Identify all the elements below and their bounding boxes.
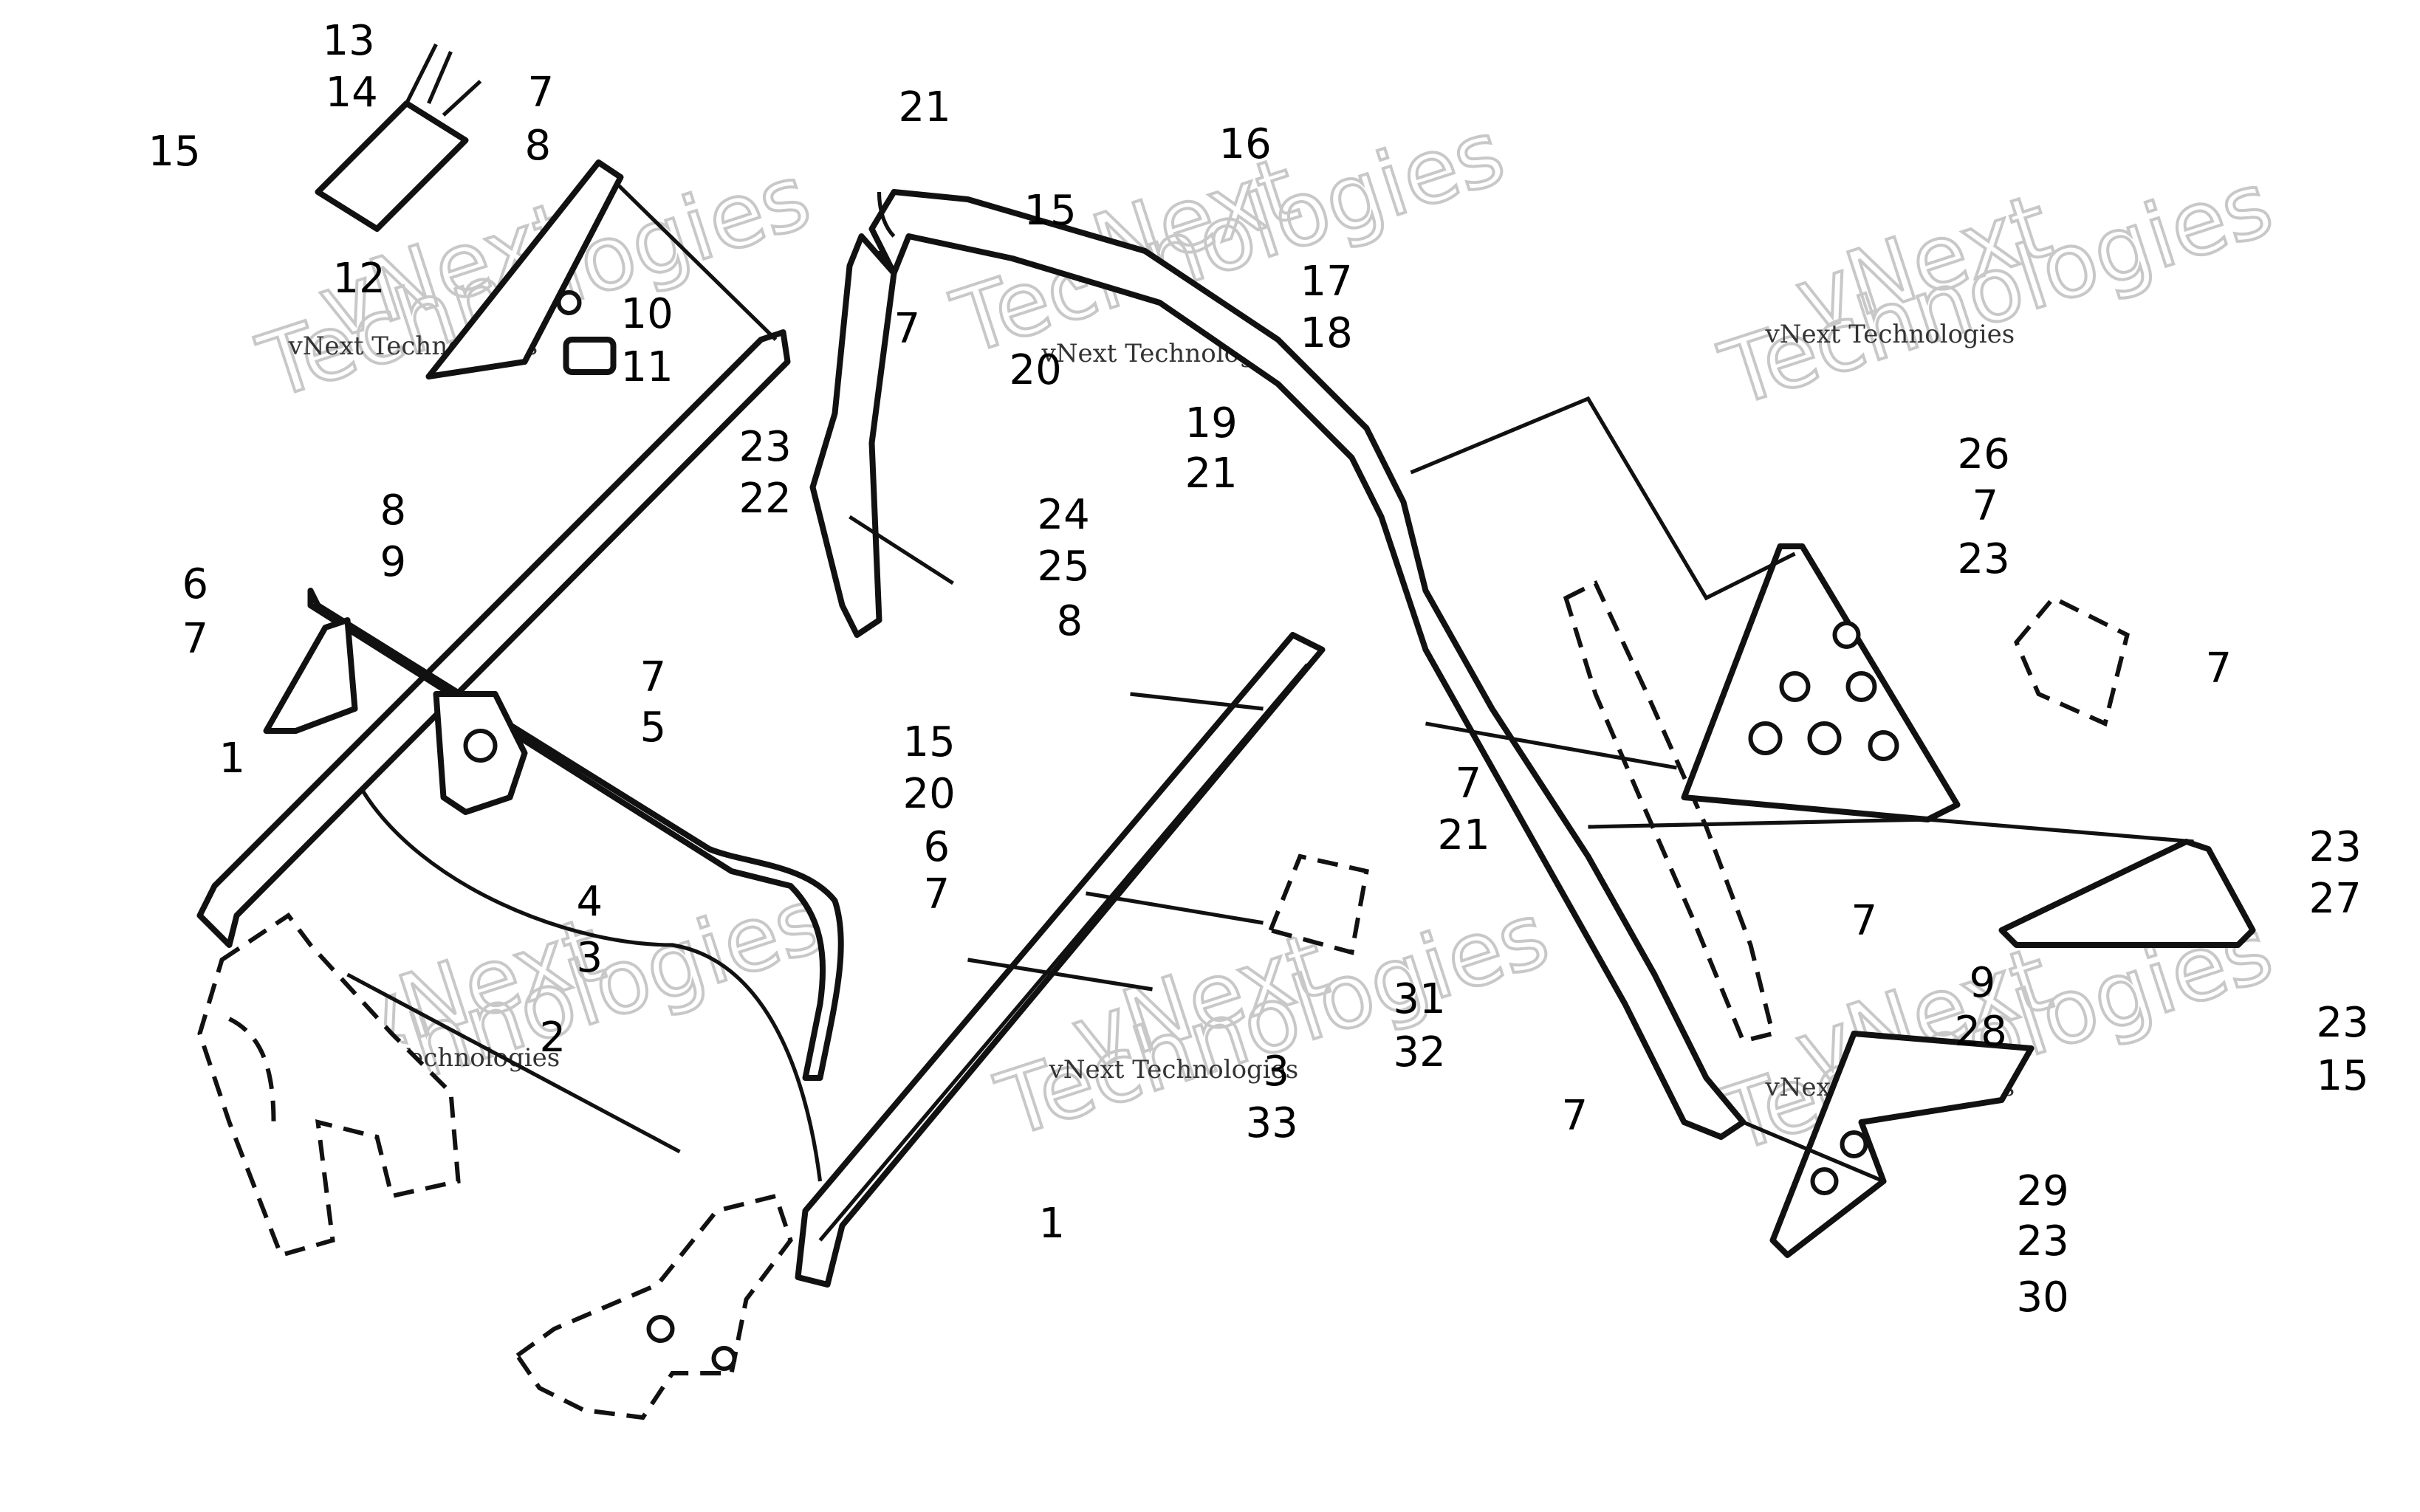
plate-29 [1769,1031,2035,1258]
callout-7: 7 [1562,1092,1588,1140]
bracket-22 [809,233,897,638]
callout-16: 16 [1219,120,1272,168]
callout-8: 8 [380,487,407,535]
callout-12: 12 [333,255,385,303]
frame-right-dashed [1563,580,1776,1044]
callout-15: 15 [1024,187,1077,235]
callout-7: 7 [1851,897,1878,945]
callout-21: 21 [1438,811,1490,859]
callout-23: 23 [2317,999,2369,1047]
module-14 [315,43,482,232]
callout-6: 6 [182,560,209,608]
callout-19: 19 [1185,399,1238,447]
callout-31: 31 [1394,975,1446,1023]
bracket-27 [1998,839,2256,948]
callout-labels: 13 14 15 7 8 12 10 11 21 16 15 17 18 7 2… [148,17,2369,1322]
callout-21: 21 [899,83,951,131]
callout-33: 33 [1246,1099,1298,1147]
callout-2: 2 [540,1014,566,1062]
callout-7: 7 [182,615,209,663]
callout-26: 26 [1958,430,2010,478]
callout-3: 3 [1264,1048,1290,1096]
callout-24: 24 [1038,491,1090,539]
callout-7: 7 [640,653,667,701]
watermark-small: vNext Technologies [1765,320,2015,349]
callout-9: 9 [380,538,407,586]
callout-4: 4 [577,878,603,926]
callout-15: 15 [2317,1052,2369,1100]
callout-7: 7 [528,69,555,117]
callout-23: 23 [2017,1217,2069,1265]
callout-1: 1 [1039,1200,1066,1248]
plate-10 [425,159,624,379]
bracket-left [263,617,528,815]
rail-upper [196,329,791,948]
callout-15: 15 [903,718,956,766]
callout-7: 7 [2206,645,2232,693]
callout-23: 23 [1958,535,2010,583]
connector-32 [1267,853,1369,955]
callout-8: 8 [1057,597,1083,645]
callout-21: 21 [1185,450,1238,498]
callout-32: 32 [1394,1028,1446,1076]
callout-15: 15 [148,128,201,176]
relay-11 [563,337,617,375]
callout-29: 29 [2017,1167,2069,1215]
callout-18: 18 [1300,309,1353,357]
callout-3: 3 [577,934,603,982]
callout-7: 7 [894,305,921,353]
callout-22: 22 [739,475,792,523]
plate-26 [1681,543,1961,822]
callout-27: 27 [2309,875,2362,923]
callout-30: 30 [2017,1274,2069,1322]
callout-23: 23 [739,423,792,471]
rod-5 [307,588,844,1081]
callout-10: 10 [621,290,673,338]
callout-20: 20 [903,770,956,818]
rail-lower [795,632,1326,1288]
callout-5: 5 [640,704,667,752]
frame-bottom-dashed [514,1193,793,1420]
module-dashed-right [2014,595,2130,727]
callout-11: 11 [621,343,673,391]
callout-13: 13 [323,17,375,65]
watermark-small: vNext Technologies [1049,1055,1299,1085]
callout-14: 14 [326,69,378,117]
callout-7: 7 [1456,760,1482,808]
callout-8: 8 [525,122,552,170]
callout-1: 1 [219,735,246,783]
callout-20: 20 [1010,346,1062,394]
callout-25: 25 [1038,543,1090,591]
callout-28: 28 [1955,1008,2007,1056]
callout-7: 7 [1972,482,1999,530]
callout-9: 9 [1970,959,1996,1007]
leader-lines [346,183,2194,1183]
callout-6: 6 [924,823,950,871]
callout-23: 23 [2309,823,2362,871]
callout-7: 7 [924,870,950,918]
frame-left-dashed [197,912,461,1258]
callout-17: 17 [1300,258,1353,306]
